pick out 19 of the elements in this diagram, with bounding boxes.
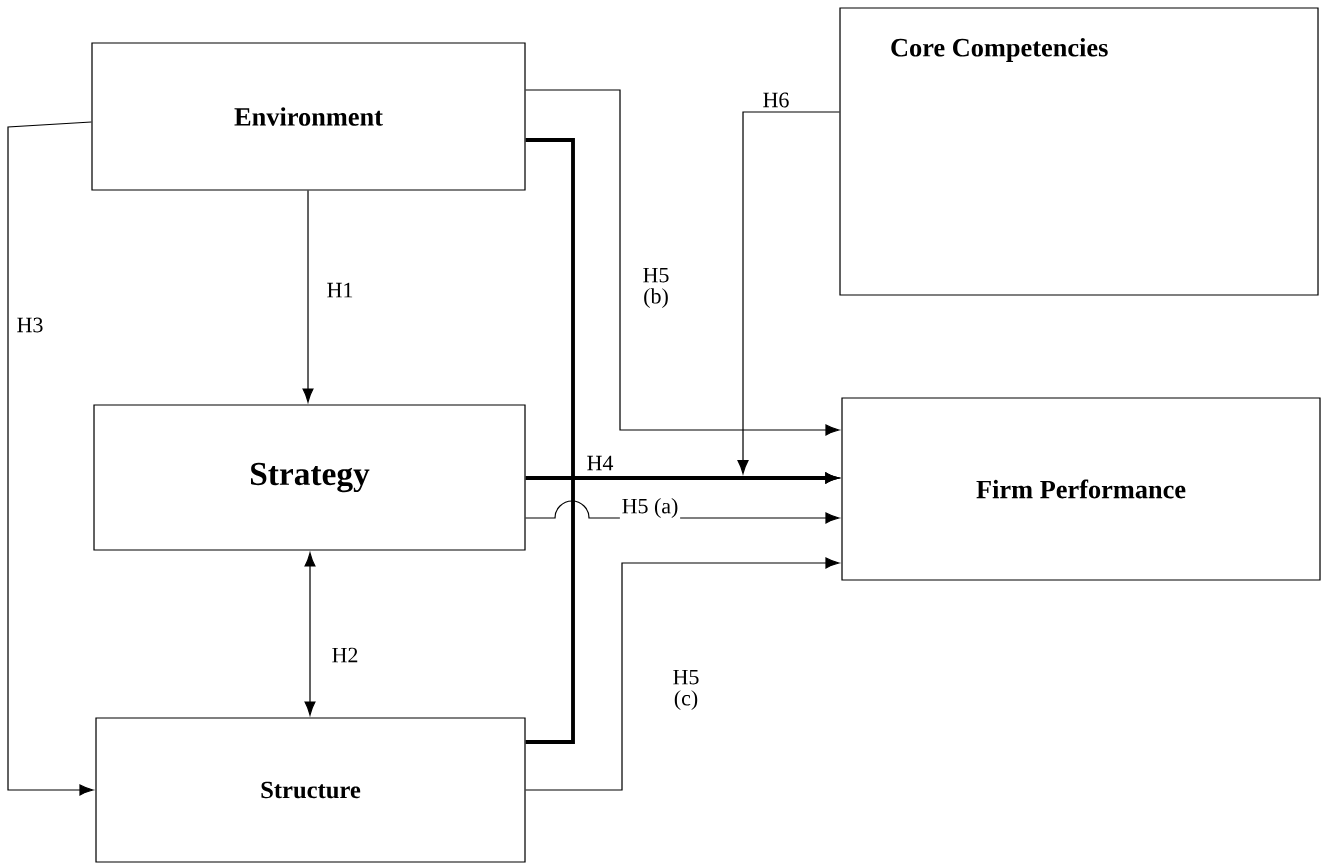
arrow (525, 557, 840, 791)
edge-label: H3 (14, 315, 46, 335)
edge-label: H5 (c) (656, 668, 716, 712)
arrow (525, 89, 840, 436)
edge-label: H4 (584, 454, 616, 472)
edge-label: H5 (b) (626, 266, 686, 310)
arrow (737, 111, 840, 475)
process-box: Structure (95, 717, 526, 863)
arrow (302, 190, 314, 403)
process-box: Strategy (93, 404, 526, 551)
process-box: Firm Performance (841, 397, 1321, 581)
arrow (304, 552, 316, 716)
edge-label: H1 (324, 281, 356, 299)
edge-label: H5 (a) (619, 496, 681, 520)
process-box: Core Competencies (839, 7, 1319, 296)
process-box: Environment (91, 42, 526, 191)
edge-label: H6 (760, 90, 792, 110)
edge-label: H2 (329, 645, 361, 664)
arrow (7, 121, 94, 796)
